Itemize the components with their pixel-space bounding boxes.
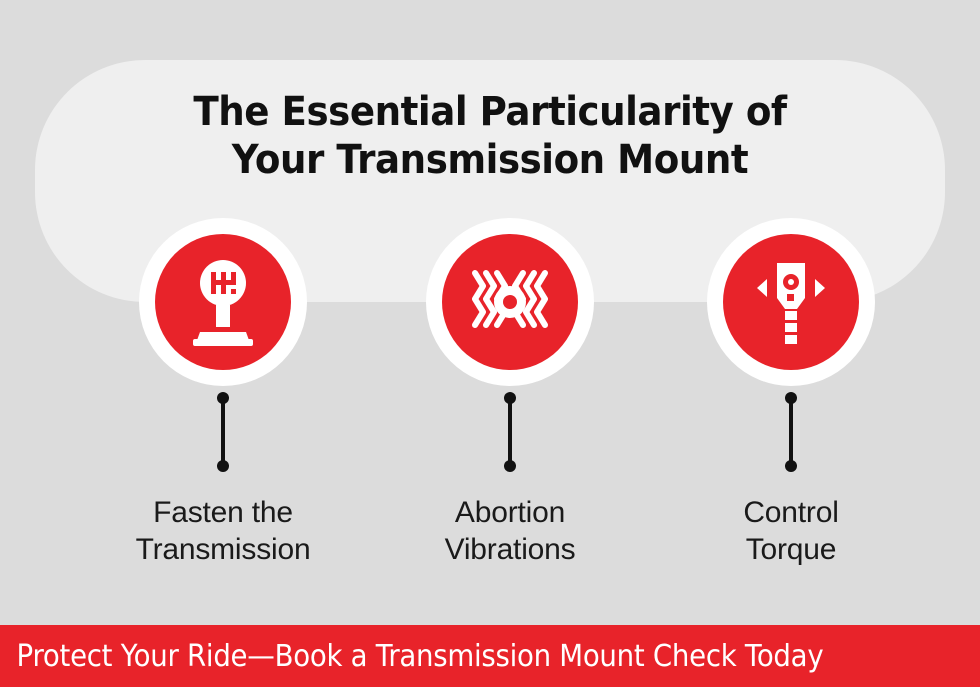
icon-ring	[707, 218, 875, 386]
item-caption-line-1: Control	[743, 496, 839, 529]
item-caption: Abortion Vibrations	[360, 494, 660, 568]
page-title: The Essential Particularity of Your Tran…	[34, 88, 945, 184]
item-caption-line-1: Abortion	[454, 496, 566, 529]
connector-line	[504, 392, 516, 472]
cta-banner-text: Protect Your Ride—Book a Transmission Mo…	[16, 638, 824, 674]
connector-stem	[508, 398, 512, 466]
connector-line	[785, 392, 797, 472]
connector-dot-bottom	[217, 460, 229, 472]
connector-line	[217, 392, 229, 472]
gear-shifter-icon	[155, 234, 291, 370]
connector-dot-bottom	[504, 460, 516, 472]
item-abortion-vibrations: Abortion Vibrations	[360, 0, 660, 600]
cta-banner: Protect Your Ride—Book a Transmission Mo…	[0, 625, 980, 687]
item-caption-line-1: Fasten the	[153, 496, 293, 529]
page-title-line-2: Your Transmission Mount	[231, 137, 749, 183]
item-caption-line-2: Vibrations	[444, 533, 576, 566]
item-caption: Control Torque	[641, 494, 941, 568]
icon-ring	[139, 218, 307, 386]
page-title-line-1: The Essential Particularity of	[193, 89, 787, 135]
vibration-icon	[442, 234, 578, 370]
item-caption: Fasten the Transmission	[73, 494, 373, 568]
item-caption-line-2: Transmission	[135, 533, 311, 566]
connector-dot-bottom	[785, 460, 797, 472]
item-caption-line-2: Torque	[745, 533, 837, 566]
item-fasten-the-transmission: Fasten the Transmission	[73, 0, 373, 600]
icon-ring	[426, 218, 594, 386]
connector-stem	[221, 398, 225, 466]
item-control-torque: Control Torque	[641, 0, 941, 600]
connector-stem	[789, 398, 793, 466]
torque-wrench-icon	[723, 234, 859, 370]
